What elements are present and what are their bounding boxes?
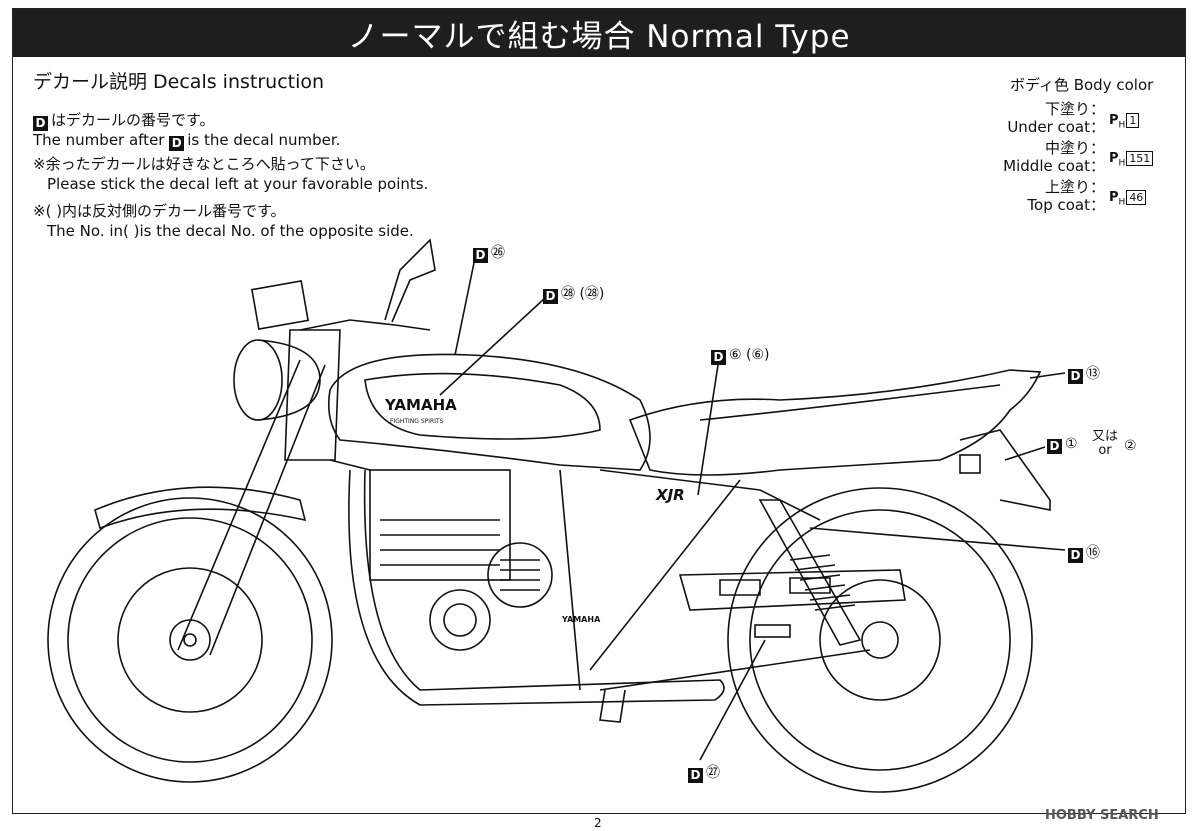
tank-sub-logo: FIGHTING SPIRITS xyxy=(390,418,444,425)
decal-marker-icon: D xyxy=(33,116,48,131)
instruction-line3-jp: ※( )内は反対側のデカール番号です。 xyxy=(33,202,286,220)
kickstand xyxy=(599,689,626,723)
rear-tire xyxy=(727,487,1033,793)
under-coat-en: Under coat： xyxy=(1007,118,1105,136)
front-fork xyxy=(177,359,326,656)
leader-line-26 xyxy=(454,257,476,356)
under-coat-jp: 下塗り： xyxy=(1044,100,1105,118)
callout-or: 又は or xyxy=(1092,429,1119,459)
instruction-line2-en: Please stick the decal left at your favo… xyxy=(47,175,429,193)
rear-bracket xyxy=(959,429,1051,511)
body-color-title: ボディ色 Body color xyxy=(1010,76,1154,94)
instruction-text: is the decal number. xyxy=(187,131,341,149)
page-border xyxy=(12,8,1186,814)
decal-marker-icon: D xyxy=(711,350,726,365)
decal-marker-icon: D xyxy=(543,289,558,304)
seat xyxy=(628,369,1042,476)
page-title: ノーマルで組む場合 Normal Type xyxy=(347,18,851,55)
paint-icon: PH xyxy=(1109,113,1126,131)
leader-line-16 xyxy=(809,527,1066,551)
instruction-text: The number after xyxy=(33,131,165,149)
paint-number: 1 xyxy=(1126,113,1140,128)
top-coat-jp: 上塗り： xyxy=(1044,178,1105,196)
decal-marker-icon: D xyxy=(1068,369,1083,384)
middle-coat-jp: 中塗り： xyxy=(1044,139,1105,157)
decal-marker-icon: D xyxy=(1068,548,1083,563)
watermark: HOBBY SEARCH xyxy=(1045,808,1159,823)
paint-icon: PH xyxy=(1109,151,1126,169)
paint-number: 46 xyxy=(1126,190,1147,205)
mirror xyxy=(384,238,436,323)
side-logo: XJR xyxy=(655,486,685,504)
decal-marker-icon: D xyxy=(169,136,185,151)
callout-2: ② xyxy=(1124,438,1137,454)
swingarm xyxy=(678,569,906,611)
front-fender xyxy=(94,486,307,530)
tank-logo: YAMAHA xyxy=(384,396,457,414)
decal-marker-icon: D xyxy=(688,768,703,783)
title-bar: ノーマルで組む場合 Normal Type xyxy=(13,9,1185,57)
paint-icon: PH xyxy=(1109,190,1126,208)
rear-sprocket xyxy=(819,579,941,701)
top-coat-en: Top coat： xyxy=(1027,196,1105,214)
instruction-line3-en: The No. in( )is the decal No. of the opp… xyxy=(47,222,414,240)
rear-shock xyxy=(758,499,862,646)
instruction-line2-jp: ※余ったデカールは好きなところへ貼って下さい。 xyxy=(33,155,375,173)
leader-line-27 xyxy=(699,639,766,761)
frame xyxy=(329,459,871,691)
headlight xyxy=(233,339,283,421)
leader-line-13 xyxy=(1029,372,1066,379)
engine-logo: YAMAHA xyxy=(561,615,601,624)
page-number: 2 xyxy=(594,816,602,830)
leader-line-6 xyxy=(697,364,719,496)
instruction-text: はデカールの番号です。 xyxy=(51,111,215,129)
exhaust xyxy=(348,469,725,706)
decal-marker-icon: D xyxy=(1047,439,1062,454)
engine-block xyxy=(369,469,511,581)
leader-line-28 xyxy=(439,297,546,396)
fuel-tank xyxy=(327,353,651,471)
decal-marker-icon: D xyxy=(473,248,488,263)
section-heading: デカール説明 Decals instruction xyxy=(33,71,325,93)
leader-line-1 xyxy=(1004,446,1046,461)
front-brake-disc xyxy=(117,567,263,713)
front-tire xyxy=(47,497,333,783)
paint-number: 151 xyxy=(1126,151,1154,166)
middle-coat-en: Middle coat： xyxy=(1003,157,1105,175)
